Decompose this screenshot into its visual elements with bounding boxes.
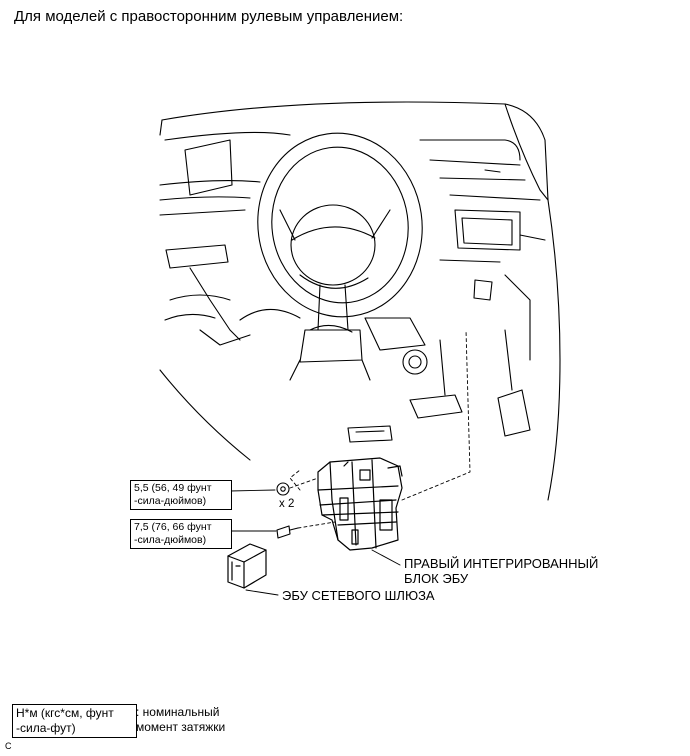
legend-meaning-line2: момент затяжки bbox=[136, 720, 226, 734]
windshield-outline bbox=[159, 101, 561, 501]
steering-column bbox=[289, 317, 428, 381]
torque-spec-lower: 7,5 (76, 66 фунт -сила-дюймов) bbox=[130, 519, 232, 549]
leader-lines bbox=[225, 329, 471, 596]
quantity-multiplier: x 2 bbox=[279, 498, 295, 510]
torque-spec-upper-line1: 5,5 (56, 49 фунт bbox=[134, 482, 212, 494]
fasteners bbox=[276, 482, 299, 539]
legend-units-box: Н*м (кгс*см, фунт -сила-фут) bbox=[12, 704, 137, 738]
callout-right-ecu-line2: БЛОК ЭБУ bbox=[404, 571, 469, 586]
bolt-icon bbox=[276, 525, 291, 539]
torque-spec-lower-line2: -сила-дюймов) bbox=[134, 534, 207, 546]
steering-wheel bbox=[257, 132, 423, 363]
torque-spec-upper: 5,5 (56, 49 фунт -сила-дюймов) bbox=[130, 480, 232, 510]
callout-gateway-ecu: ЭБУ СЕТЕВОГО ШЛЮЗА bbox=[282, 588, 435, 603]
page-title: Для моделей с правосторонним рулевым упр… bbox=[14, 8, 404, 25]
network-gateway-ecu bbox=[227, 543, 267, 589]
legend-meaning: : номинальный момент затяжки bbox=[136, 705, 225, 735]
callout-right-integrated-ecu: ПРАВЫЙ ИНТЕГРИРОВАННЫЙ БЛОК ЭБУ bbox=[404, 556, 598, 586]
pedals bbox=[347, 329, 531, 443]
legend-units-line2: -сила-фут) bbox=[16, 721, 76, 735]
legend-meaning-line1: : номинальный bbox=[136, 705, 220, 719]
callout-right-ecu-line1: ПРАВЫЙ ИНТЕГРИРОВАННЫЙ bbox=[404, 556, 599, 571]
right-integrated-ecu-block bbox=[317, 457, 403, 551]
figure-code: C bbox=[5, 741, 12, 751]
instrument-panel bbox=[159, 131, 546, 461]
nut-icon bbox=[276, 482, 290, 496]
torque-spec-upper-line2: -сила-дюймов) bbox=[134, 495, 207, 507]
legend-units-line1: Н*м (кгс*см, фунт bbox=[16, 706, 114, 720]
torque-spec-lower-line1: 7,5 (76, 66 фунт bbox=[134, 521, 212, 533]
